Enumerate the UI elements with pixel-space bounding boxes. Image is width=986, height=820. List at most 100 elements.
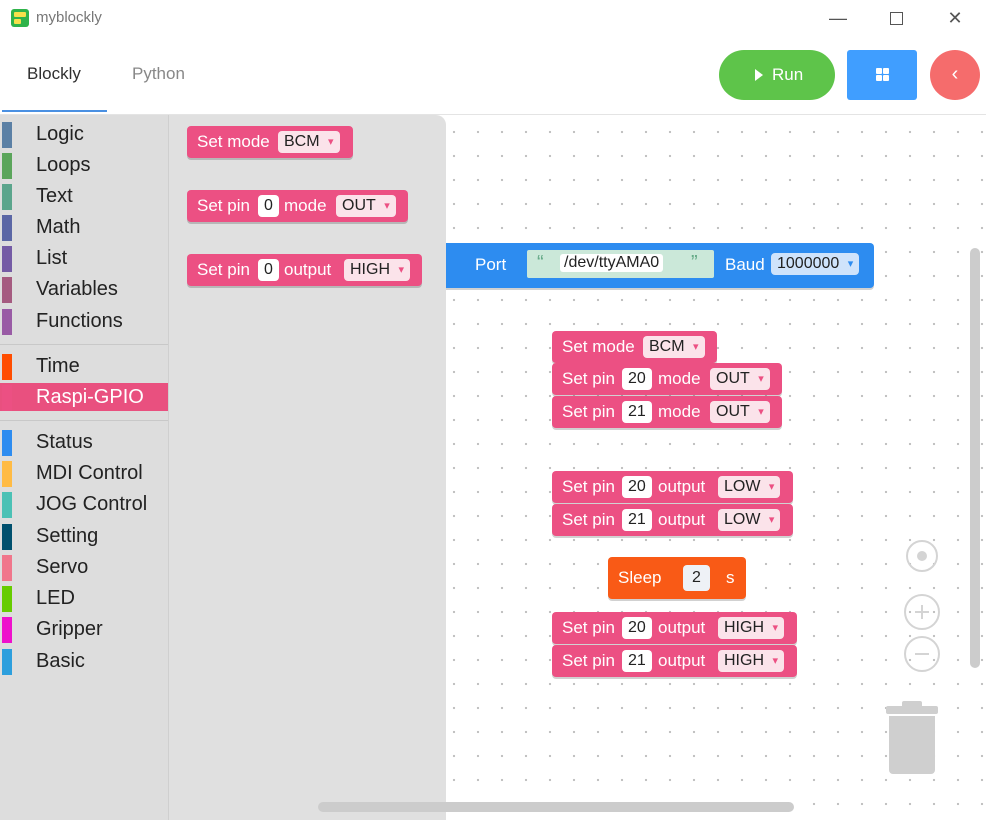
block-label: output xyxy=(284,260,332,279)
pin-output-dropdown[interactable]: HIGH xyxy=(344,259,410,281)
category-color-bar xyxy=(2,277,12,303)
category-label: Functions xyxy=(36,310,123,332)
horizontal-scrollbar[interactable] xyxy=(318,802,794,812)
pin-mode-dropdown[interactable]: OUT xyxy=(710,368,770,390)
port-value[interactable]: /dev/ttyAMA0 xyxy=(560,254,664,272)
category-raspi-gpio[interactable]: Raspi-GPIO xyxy=(0,383,168,411)
pin-number-field[interactable]: 21 xyxy=(622,401,652,423)
category-color-bar xyxy=(2,153,12,179)
category-led[interactable]: LED xyxy=(0,584,168,612)
category-mdi-control[interactable]: MDI Control xyxy=(0,459,168,487)
pin-output-dropdown[interactable]: HIGH xyxy=(718,617,784,639)
pin-mode-dropdown[interactable]: OUT xyxy=(710,401,770,423)
tab-python[interactable]: Python xyxy=(132,64,185,83)
pin-number-field[interactable]: 21 xyxy=(622,650,652,672)
pin-number-field[interactable]: 20 xyxy=(622,617,652,639)
category-status[interactable]: Status xyxy=(0,428,168,456)
port-label: Port xyxy=(475,255,507,274)
category-jog-control[interactable]: JOG Control xyxy=(0,490,168,518)
block-label: output xyxy=(658,477,706,496)
flyout-set-pin-mode-block[interactable]: Set pin 0 mode OUT xyxy=(187,190,408,222)
category-list[interactable]: List xyxy=(0,244,168,272)
vertical-scrollbar[interactable] xyxy=(970,248,980,668)
block-label: Set pin xyxy=(562,402,615,421)
category-logic[interactable]: Logic xyxy=(0,120,168,148)
category-label: Setting xyxy=(36,525,99,547)
back-chevron-icon: ‹ xyxy=(951,63,959,85)
category-color-bar xyxy=(2,586,12,612)
zoom-in-icon[interactable] xyxy=(904,594,940,630)
category-label: Status xyxy=(36,431,93,453)
category-color-bar xyxy=(2,492,12,518)
set-pin-output-block[interactable]: Set pin 21 output LOW xyxy=(552,504,793,536)
pin-number-field[interactable]: 0 xyxy=(258,259,279,281)
flyout-set-mode-block[interactable]: Set mode BCM xyxy=(187,126,353,158)
app-logo-icon xyxy=(11,9,29,27)
pin-number-field[interactable]: 20 xyxy=(622,368,652,390)
zoom-out-icon[interactable] xyxy=(904,636,940,672)
set-pin-output-block[interactable]: Set pin 21 output HIGH xyxy=(552,645,797,677)
category-color-bar xyxy=(2,246,12,272)
category-setting[interactable]: Setting xyxy=(0,522,168,550)
category-color-bar xyxy=(2,122,12,148)
category-color-bar xyxy=(2,649,12,675)
set-pin-mode-block[interactable]: Set pin 21 mode OUT xyxy=(552,396,782,428)
maximize-icon[interactable] xyxy=(879,4,913,32)
block-label: output xyxy=(658,651,706,670)
mode-dropdown[interactable]: BCM xyxy=(643,336,705,358)
category-color-bar xyxy=(2,430,12,456)
category-color-bar xyxy=(2,617,12,643)
pin-number-field[interactable]: 20 xyxy=(622,476,652,498)
pin-number-field[interactable]: 0 xyxy=(258,195,279,217)
block-label: Set pin xyxy=(562,618,615,637)
flyout-set-pin-output-block[interactable]: Set pin 0 output HIGH xyxy=(187,254,422,286)
sleep-block[interactable]: Sleep 2 s xyxy=(608,557,746,599)
set-pin-output-block[interactable]: Set pin 20 output HIGH xyxy=(552,612,797,644)
category-math[interactable]: Math xyxy=(0,213,168,241)
sleep-seconds-field[interactable]: 2 xyxy=(683,565,710,591)
tab-blockly[interactable]: Blockly xyxy=(27,64,81,83)
category-servo[interactable]: Servo xyxy=(0,553,168,581)
title-bar: myblockly — ✕ xyxy=(0,0,986,36)
port-string-field[interactable]: “ /dev/ttyAMA0 ” xyxy=(527,250,714,278)
run-button[interactable]: Run xyxy=(719,50,835,100)
block-label: Set pin xyxy=(562,651,615,670)
set-pin-output-block[interactable]: Set pin 20 output LOW xyxy=(552,471,793,503)
category-loops[interactable]: Loops xyxy=(0,151,168,179)
category-gripper[interactable]: Gripper xyxy=(0,615,168,643)
category-color-bar xyxy=(2,215,12,241)
pin-output-dropdown[interactable]: HIGH xyxy=(718,650,784,672)
category-label: List xyxy=(36,247,68,269)
category-label: LED xyxy=(36,587,75,609)
recenter-icon[interactable] xyxy=(906,540,938,572)
set-mode-block[interactable]: Set mode BCM xyxy=(552,331,717,363)
back-button[interactable]: ‹ xyxy=(930,50,980,100)
category-label: Basic xyxy=(36,650,85,672)
pin-mode-dropdown[interactable]: OUT xyxy=(336,195,396,217)
category-basic[interactable]: Basic xyxy=(0,647,168,675)
category-color-bar xyxy=(2,354,12,380)
block-label: output xyxy=(658,510,706,529)
category-color-bar xyxy=(2,309,12,335)
block-label: Set pin xyxy=(562,369,615,388)
set-pin-mode-block[interactable]: Set pin 20 mode OUT xyxy=(552,363,782,395)
baud-dropdown[interactable]: 1000000 xyxy=(771,253,860,275)
category-label: Variables xyxy=(36,278,118,300)
window-title: myblockly xyxy=(36,9,102,26)
category-time[interactable]: Time xyxy=(0,352,168,380)
category-label: JOG Control xyxy=(36,493,148,515)
pin-output-dropdown[interactable]: LOW xyxy=(718,509,781,531)
close-icon[interactable]: ✕ xyxy=(947,8,963,28)
open-quote: “ xyxy=(537,252,544,274)
category-text[interactable]: Text xyxy=(0,182,168,210)
baud-label: Baud xyxy=(725,255,765,274)
category-label: Math xyxy=(36,216,81,238)
mode-dropdown[interactable]: BCM xyxy=(278,131,340,153)
minimize-icon[interactable]: — xyxy=(829,8,847,28)
grid-button[interactable] xyxy=(847,50,917,100)
pin-output-dropdown[interactable]: LOW xyxy=(718,476,781,498)
pin-number-field[interactable]: 21 xyxy=(622,509,652,531)
category-functions[interactable]: Functions xyxy=(0,307,168,335)
category-separator xyxy=(0,344,168,345)
category-variables[interactable]: Variables xyxy=(0,275,168,303)
